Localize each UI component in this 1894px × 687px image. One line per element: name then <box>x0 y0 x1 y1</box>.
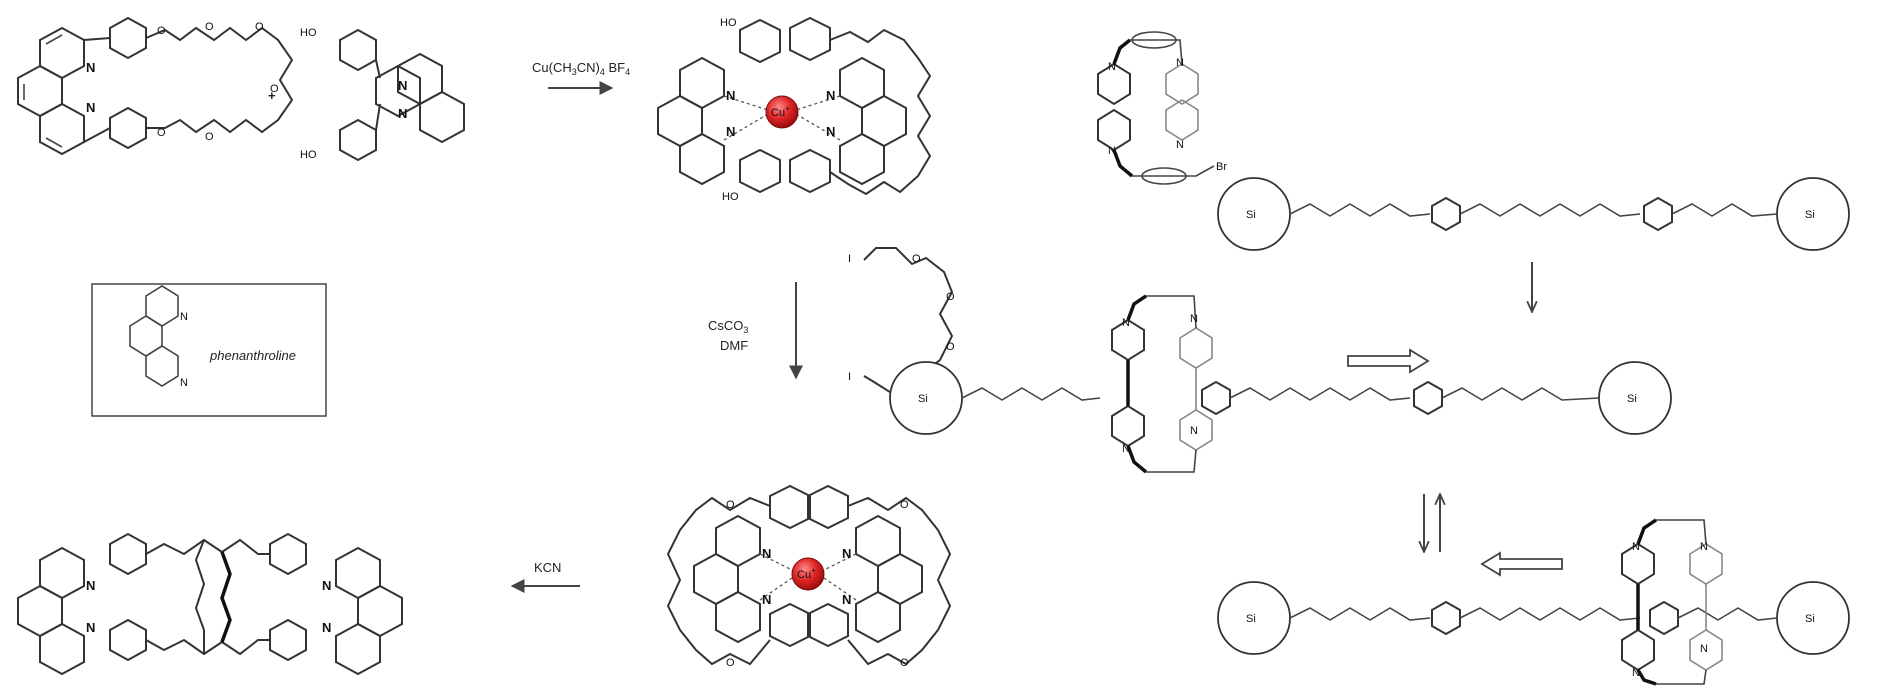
atom-n: N <box>1108 61 1116 73</box>
atom-n: N <box>322 620 331 635</box>
atom-n: N <box>726 88 735 103</box>
atom-o: O <box>726 657 735 669</box>
rotaxane-state-1 <box>889 294 1672 474</box>
atom-o: O <box>946 291 955 303</box>
plus-sign: + <box>268 88 276 103</box>
phenanthroline-structure <box>129 285 179 387</box>
atom-ho: HO <box>300 149 317 161</box>
copper-complex-top <box>657 16 932 196</box>
atom-si: Si <box>1805 209 1815 221</box>
atom-o: O <box>157 127 166 139</box>
paraquat-precursor <box>1097 31 1215 185</box>
atom-n: N <box>726 124 735 139</box>
atom-o: O <box>912 253 921 265</box>
atom-n: N <box>1122 317 1130 329</box>
atom-si: Si <box>918 393 928 405</box>
reagent-kcn: KCN <box>534 560 561 575</box>
bisphenol-phenanthroline <box>339 28 465 162</box>
atom-si: Si <box>1805 613 1815 625</box>
atom-n: N <box>1190 425 1198 437</box>
atom-ho: HO <box>300 27 317 39</box>
atom-n: N <box>1632 667 1640 679</box>
copper-label: Cu+ <box>797 566 816 581</box>
atom-n: N <box>86 60 95 75</box>
atom-n: N <box>842 592 851 607</box>
atom-ho: HO <box>720 17 737 29</box>
atom-n: N <box>398 78 407 93</box>
atom-n: N <box>842 546 851 561</box>
shuttle-arrow-right <box>1347 348 1430 374</box>
atom-n: N <box>826 88 835 103</box>
copper-label: Cu+ <box>771 104 790 119</box>
reagent-caesium-carbonate: CsCO3 <box>708 318 748 335</box>
phenanthroline-legend-box <box>91 283 327 417</box>
atom-o: O <box>270 83 279 95</box>
shuttle-arrow-left <box>1480 551 1563 577</box>
atom-o: O <box>946 341 955 353</box>
atom-o: O <box>255 21 264 33</box>
atom-n: N <box>1176 139 1184 151</box>
atom-o: O <box>726 499 735 511</box>
copper-ion <box>791 557 825 591</box>
atom-n: N <box>762 546 771 561</box>
atom-n: N <box>86 620 95 635</box>
atom-si: Si <box>1246 613 1256 625</box>
atom-o: O <box>205 131 214 143</box>
atom-n: N <box>86 100 95 115</box>
reagent-copper-salt: Cu(CH3CN)4 BF4 <box>532 60 630 77</box>
atom-i: I <box>848 253 851 265</box>
dumbbell-axle-1 <box>1217 177 1850 251</box>
phen-macrocycle <box>17 16 294 156</box>
atom-si: Si <box>1246 209 1256 221</box>
atom-n: N <box>86 578 95 593</box>
atom-i: I <box>848 371 851 383</box>
atom-o: O <box>900 499 909 511</box>
atom-si: Si <box>1627 393 1637 405</box>
free-catenane <box>17 532 403 676</box>
atom-n: N <box>398 106 407 121</box>
phenanthroline-label: phenanthroline <box>209 348 296 363</box>
atom-n: N <box>1700 643 1708 655</box>
atom-n: N <box>762 592 771 607</box>
atom-n: N <box>180 377 188 389</box>
atom-n: N <box>180 311 188 323</box>
copper-ion <box>765 95 799 129</box>
atom-ho: HO <box>722 191 739 203</box>
atom-o: O <box>900 657 909 669</box>
atom-n: N <box>1108 145 1116 157</box>
atom-n: N <box>1700 541 1708 553</box>
atom-o: O <box>205 21 214 33</box>
atom-n: N <box>1190 313 1198 325</box>
reagent-dmf: DMF <box>720 338 748 353</box>
atom-n: N <box>1176 57 1184 69</box>
copper-catenate <box>666 484 952 666</box>
atom-n: N <box>1632 541 1640 553</box>
atom-o: O <box>157 25 166 37</box>
atom-n: N <box>322 578 331 593</box>
atom-n: N <box>826 124 835 139</box>
atom-n: N <box>1122 443 1130 455</box>
rotaxane-state-2 <box>1217 518 1850 686</box>
atom-br: Br <box>1216 161 1227 173</box>
